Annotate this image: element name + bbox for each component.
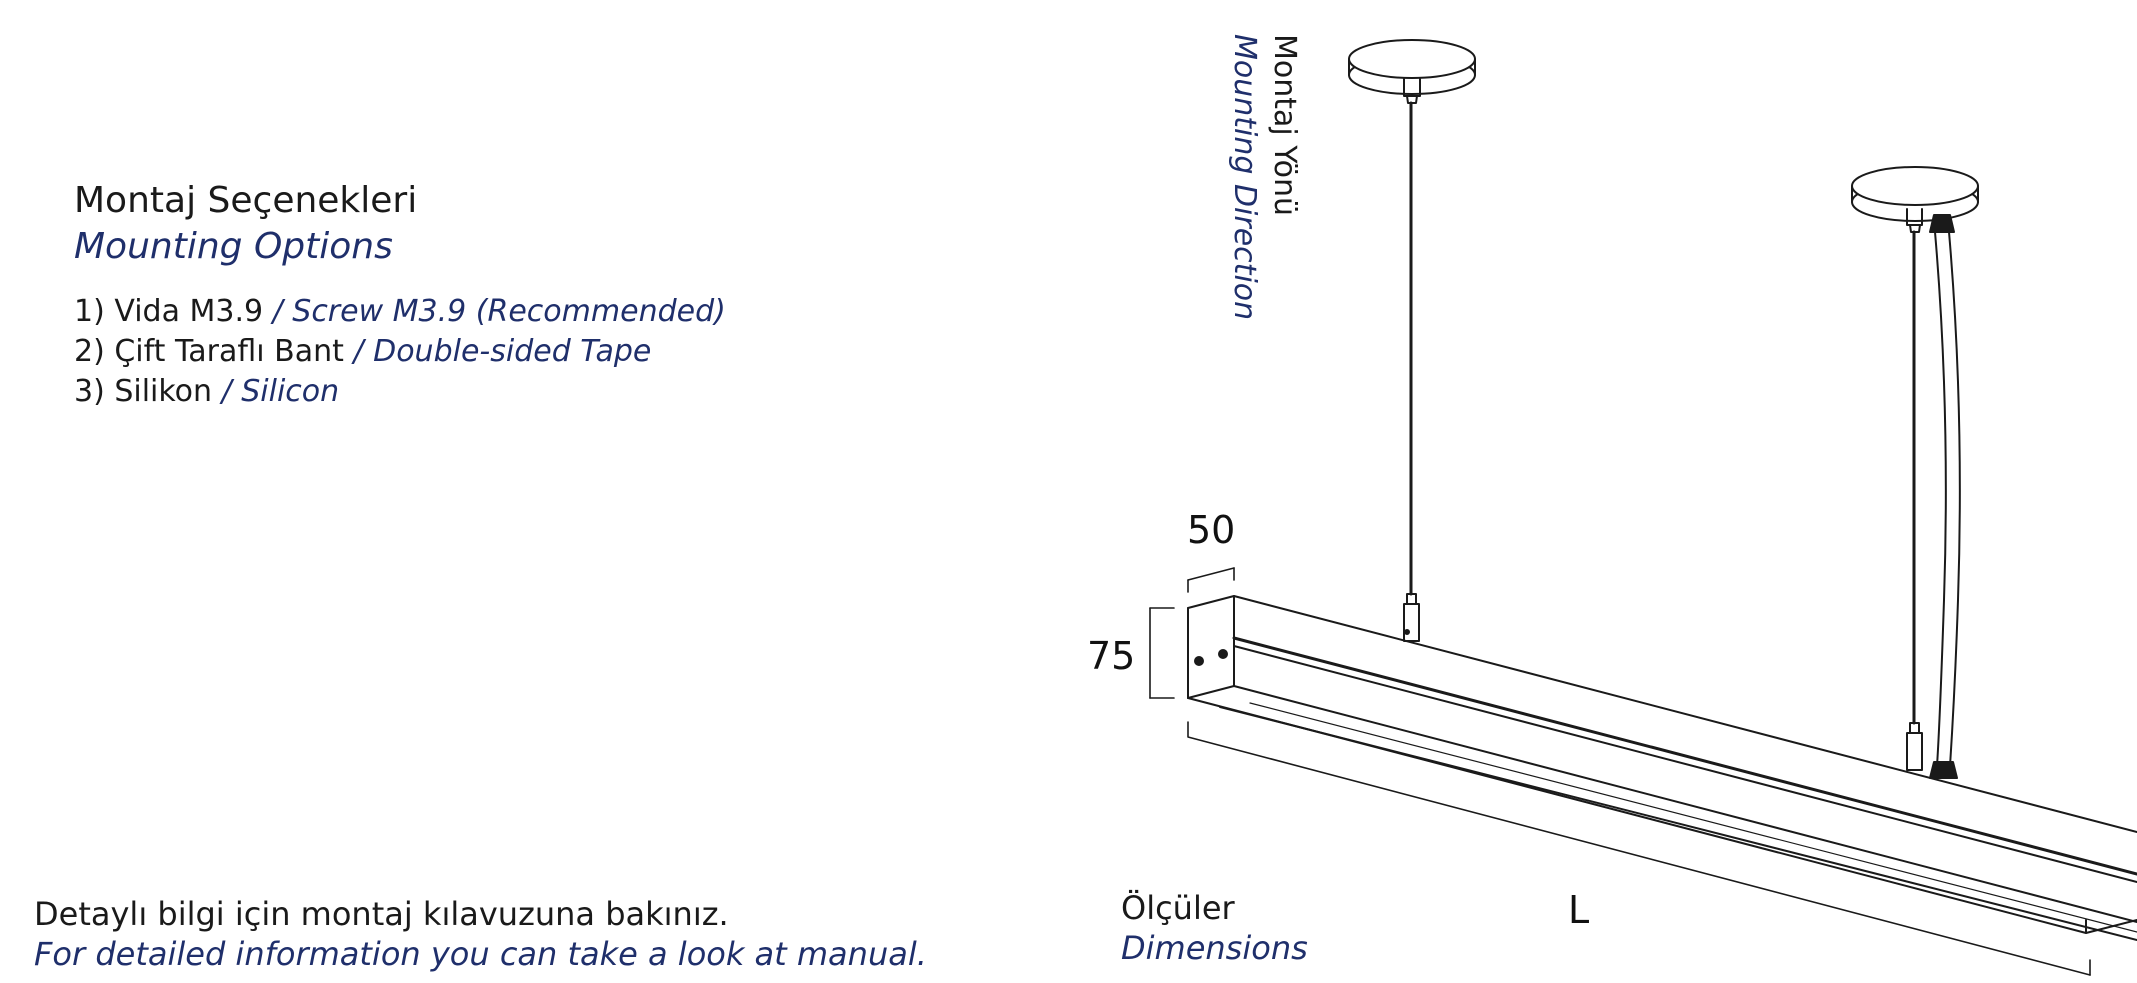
ceiling-canopy-right <box>1851 166 1979 233</box>
mounting-direction-tr: Montaj Yönü <box>1267 34 1302 216</box>
option-label-en: / Double-sided Tape <box>343 334 652 369</box>
linear-profile-body <box>1187 595 2137 941</box>
option-label-tr: 1) Vida M3.9 <box>74 294 264 329</box>
width-dimension-value: 50 <box>1187 508 1236 552</box>
dimensions-label-tr: Ölçüler <box>1121 889 1235 927</box>
suspension-cable-left <box>1403 101 1420 642</box>
height-dimension-line <box>1149 607 1175 699</box>
ceiling-canopy-left <box>1348 39 1476 104</box>
dimensions-label-en: Dimensions <box>1121 929 1308 967</box>
option-item-silicon: 3) Silikon / Silicon <box>74 372 974 412</box>
option-label-tr: 2) Çift Taraflı Bant <box>74 334 344 369</box>
manual-note-tr: Detaylı bilgi için montaj kılavuzuna bak… <box>34 895 729 933</box>
option-label-tr: 3) Silikon <box>74 374 213 409</box>
option-label-en: / Screw M3.9 (Recommended) <box>263 294 726 329</box>
mounting-direction-label: Montaj Yönü Mounting Direction <box>1224 34 1304 320</box>
dimensions-label: Ölçüler Dimensions <box>1121 888 1308 968</box>
height-dimension-value: 75 <box>1087 634 1136 678</box>
option-label-en: / Silicon <box>212 374 340 409</box>
mounting-direction-en: Mounting Direction <box>1227 34 1262 321</box>
suspension-cable-right <box>1906 230 1923 771</box>
mounting-options-block: Montaj Seçenekleri Mounting Options 1) V… <box>74 178 974 412</box>
width-dimension-line <box>1187 567 1235 593</box>
power-cord <box>1929 231 1961 779</box>
length-dimension-value: L <box>1568 888 1590 932</box>
mounting-options-list: 1) Vida M3.9 / Screw M3.9 (Recommended) … <box>74 292 974 412</box>
mounting-options-title-tr: Montaj Seçenekleri <box>74 180 418 221</box>
mounting-options-title-en: Mounting Options <box>74 226 393 267</box>
length-dimension-line <box>1187 721 2091 976</box>
option-item-screw: 1) Vida M3.9 / Screw M3.9 (Recommended) <box>74 292 974 332</box>
option-item-tape: 2) Çift Taraflı Bant / Double-sided Tape <box>74 332 974 372</box>
manual-note-en: For detailed information you can take a … <box>34 935 927 973</box>
manual-note: Detaylı bilgi için montaj kılavuzuna bak… <box>34 894 927 974</box>
